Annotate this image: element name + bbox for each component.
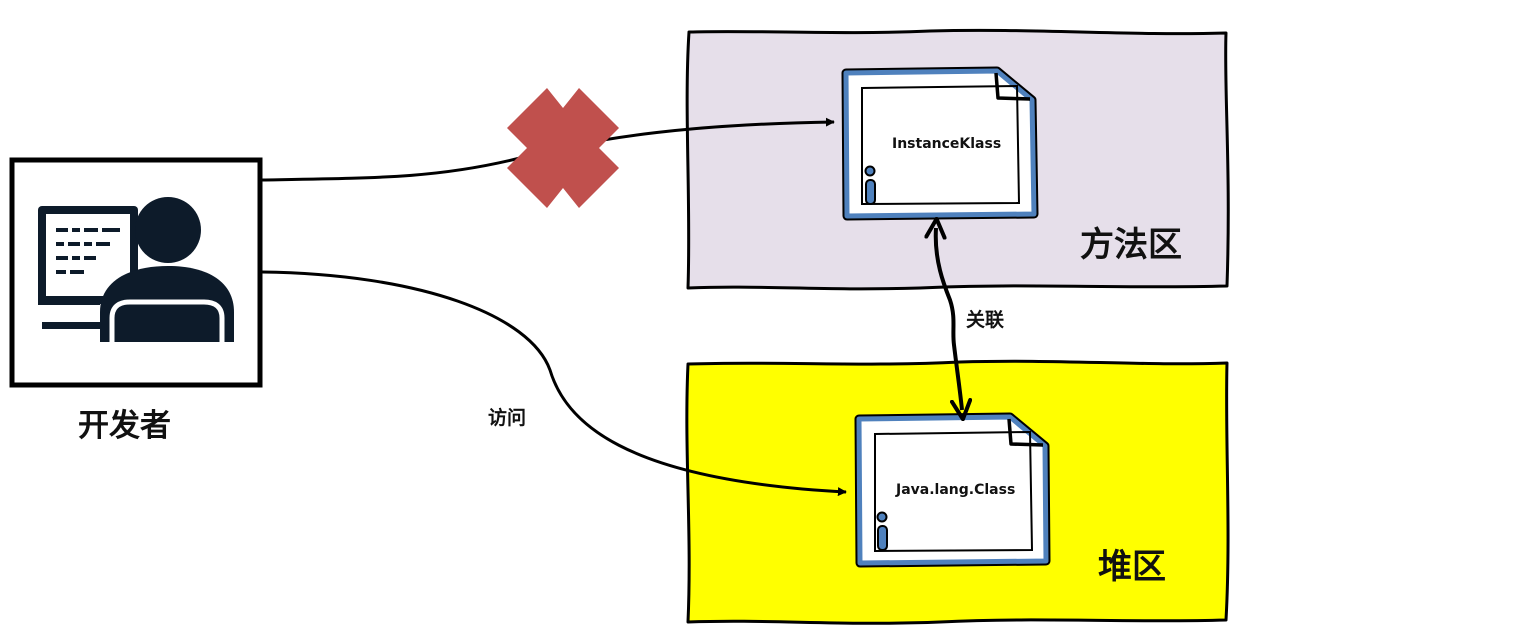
developer-label: 开发者 (78, 408, 171, 444)
association-line (936, 228, 962, 410)
access-label: 访问 (488, 406, 526, 429)
access-edge: 访问 (261, 270, 847, 497)
heap-label: 堆区 (1098, 547, 1166, 587)
cross-icon (507, 88, 619, 208)
blocked-access-edge (261, 88, 835, 208)
developer-at-computer-icon (38, 197, 234, 345)
document-info-icon (841, 66, 1039, 221)
instance-klass-document: InstanceKlass (841, 66, 1039, 221)
association-label: 关联 (966, 308, 1004, 331)
access-line (261, 270, 847, 497)
document-info-icon (854, 412, 1051, 568)
java-lang-class-document: Java.lang.Class (854, 412, 1051, 568)
developer-actor: 开发者 (9, 157, 263, 444)
association-edge: 关联 (936, 228, 1004, 410)
method-area-label: 方法区 (1080, 225, 1182, 265)
java-lang-class-label: Java.lang.Class (895, 482, 1015, 498)
instance-klass-label: InstanceKlass (892, 136, 1001, 152)
